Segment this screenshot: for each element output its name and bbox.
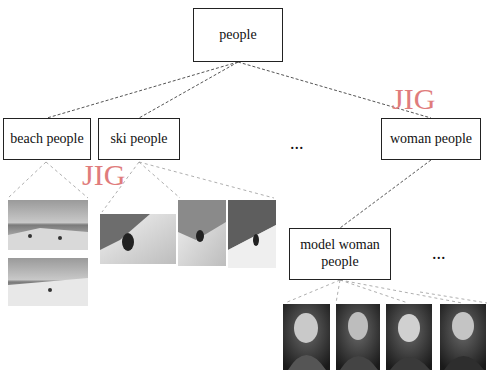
ellipsis: ... [290, 134, 304, 152]
model-photos [283, 304, 486, 370]
category-box: woman people [381, 118, 481, 160]
hierarchy-link [139, 62, 238, 118]
ellipsis: ... [432, 244, 446, 262]
watermark: JIG [392, 84, 435, 114]
box-label: ski people [110, 131, 167, 148]
hierarchy-link [340, 160, 431, 228]
category-box: beach people [3, 118, 91, 160]
hierarchy-link [47, 62, 238, 118]
box-label: woman people [390, 131, 472, 148]
category-box: model woman people [289, 228, 391, 280]
beach-photos [8, 200, 88, 306]
category-box: people [193, 8, 283, 62]
box-label: people [219, 27, 256, 44]
box-label: beach people [10, 131, 83, 148]
category-box: ski people [98, 118, 180, 160]
box-label: model woman people [296, 237, 384, 271]
ski-photos [100, 200, 276, 268]
watermark: JIG [82, 160, 125, 190]
